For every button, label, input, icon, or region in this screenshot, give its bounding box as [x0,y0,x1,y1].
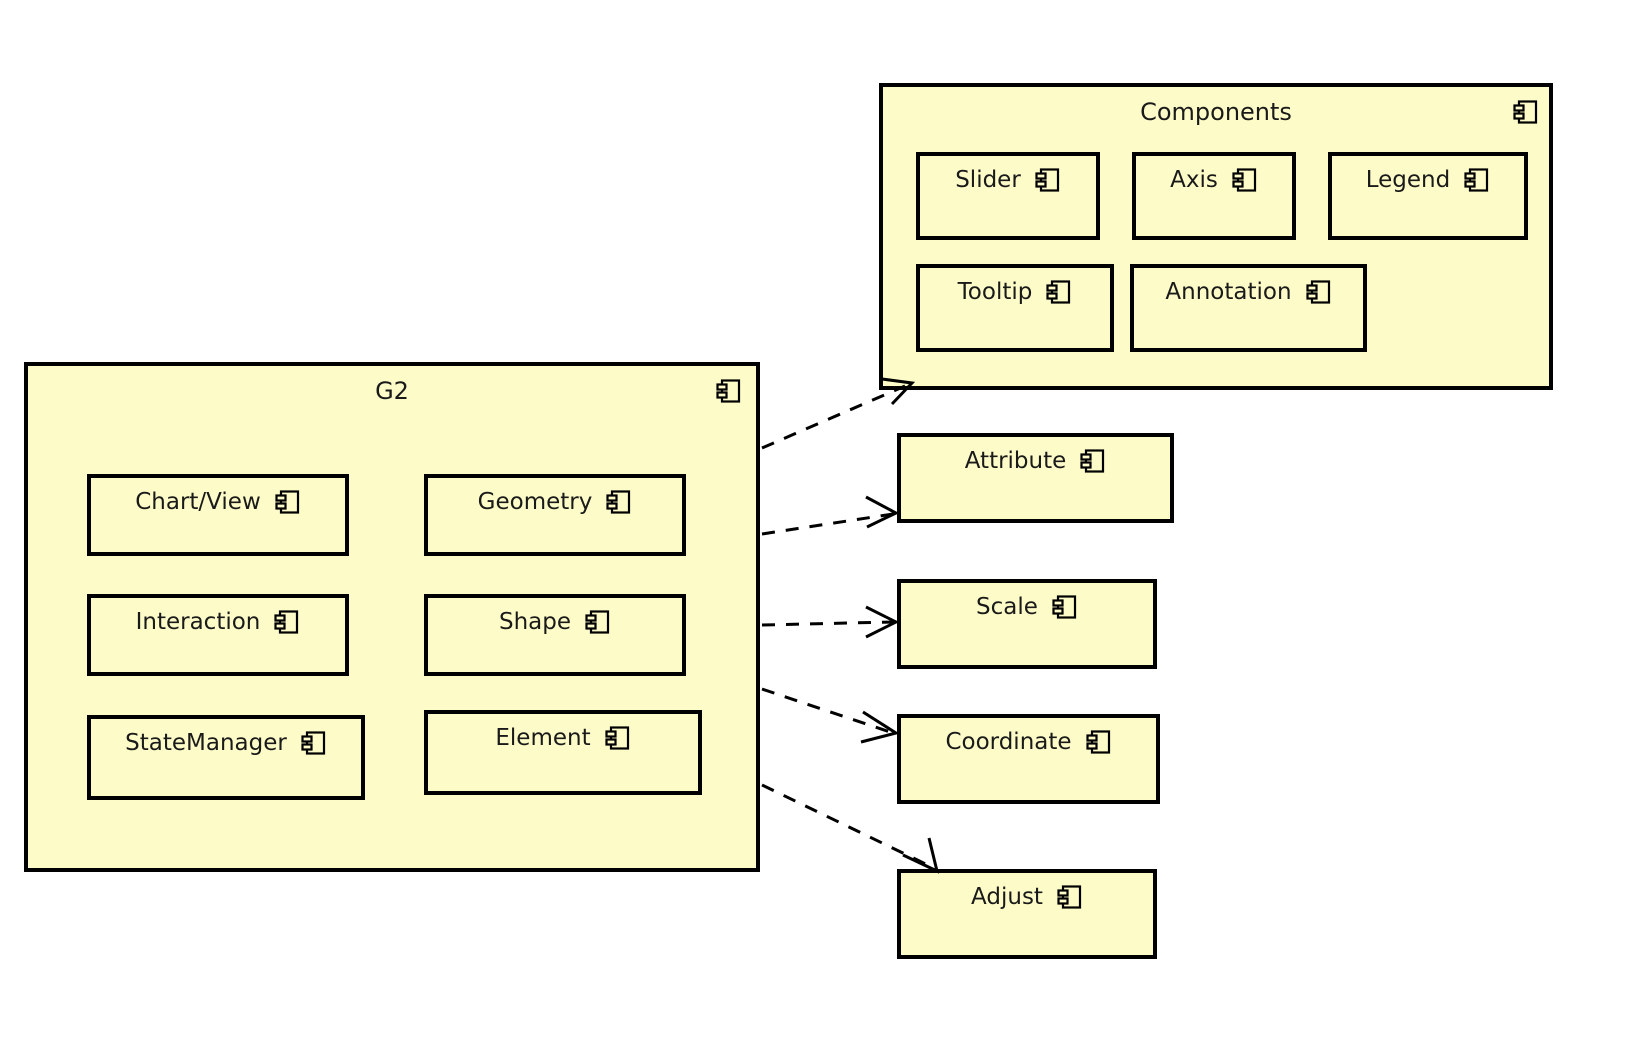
uml-component-icon [275,489,301,515]
component-label: Coordinate [945,729,1072,755]
component-coordinate[interactable]: Coordinate [897,714,1160,804]
component-scale[interactable]: Scale [897,579,1157,669]
component-label: Element [495,725,591,751]
component-slider[interactable]: Slider [916,152,1100,240]
component-label: Interaction [135,609,261,635]
uml-component-icon [1464,167,1490,193]
component-label: Chart/View [135,489,261,515]
uml-component-icon [716,378,742,404]
component-label: Scale [976,594,1038,620]
uml-component-icon [605,725,631,751]
uml-component-icon [1080,448,1106,474]
uml-component-icon [1052,594,1078,620]
component-interaction[interactable]: Interaction [87,594,349,676]
component-label: Axis [1170,167,1218,193]
component-label: Attribute [964,448,1067,474]
dependency-g2-to-coordinate [761,687,900,744]
component-geometry[interactable]: Geometry [424,474,686,556]
package-g2[interactable]: G2 Chart/View [24,362,760,872]
uml-component-icon [1057,884,1083,910]
dependency-g2-to-attribute [761,495,900,536]
dependency-g2-to-scale [761,605,900,639]
component-adjust[interactable]: Adjust [897,869,1157,959]
component-attribute[interactable]: Attribute [897,433,1174,523]
uml-component-icon [1046,279,1072,305]
component-label: Legend [1365,167,1451,193]
uml-component-icon [585,609,611,635]
package-title-g2: G2 [375,377,409,405]
component-axis[interactable]: Axis [1132,152,1296,240]
component-label: Shape [498,609,572,635]
uml-component-icon [1035,167,1061,193]
uml-component-icon [301,730,327,756]
component-chart-view[interactable]: Chart/View [87,474,349,556]
component-state-manager[interactable]: StateManager [87,715,365,800]
package-title-components: Components [1140,98,1292,126]
package-components[interactable]: Components Slider [879,83,1553,390]
uml-component-icon [1085,729,1112,755]
component-label: Tooltip [957,279,1033,305]
component-annotation[interactable]: Annotation [1130,264,1367,352]
component-label: Slider [955,167,1021,193]
component-label: Adjust [971,884,1043,910]
component-tooltip[interactable]: Tooltip [916,264,1114,352]
component-label: Annotation [1165,279,1292,305]
component-legend[interactable]: Legend [1328,152,1528,240]
uml-component-icon [274,609,300,635]
uml-component-icon [1232,167,1258,193]
uml-component-icon [1513,99,1539,125]
component-label: StateManager [125,730,287,756]
uml-component-icon [606,489,632,515]
uml-component-icon [1305,279,1332,305]
component-shape[interactable]: Shape [424,594,686,676]
component-label: Geometry [477,489,593,515]
component-element[interactable]: Element [424,710,702,795]
